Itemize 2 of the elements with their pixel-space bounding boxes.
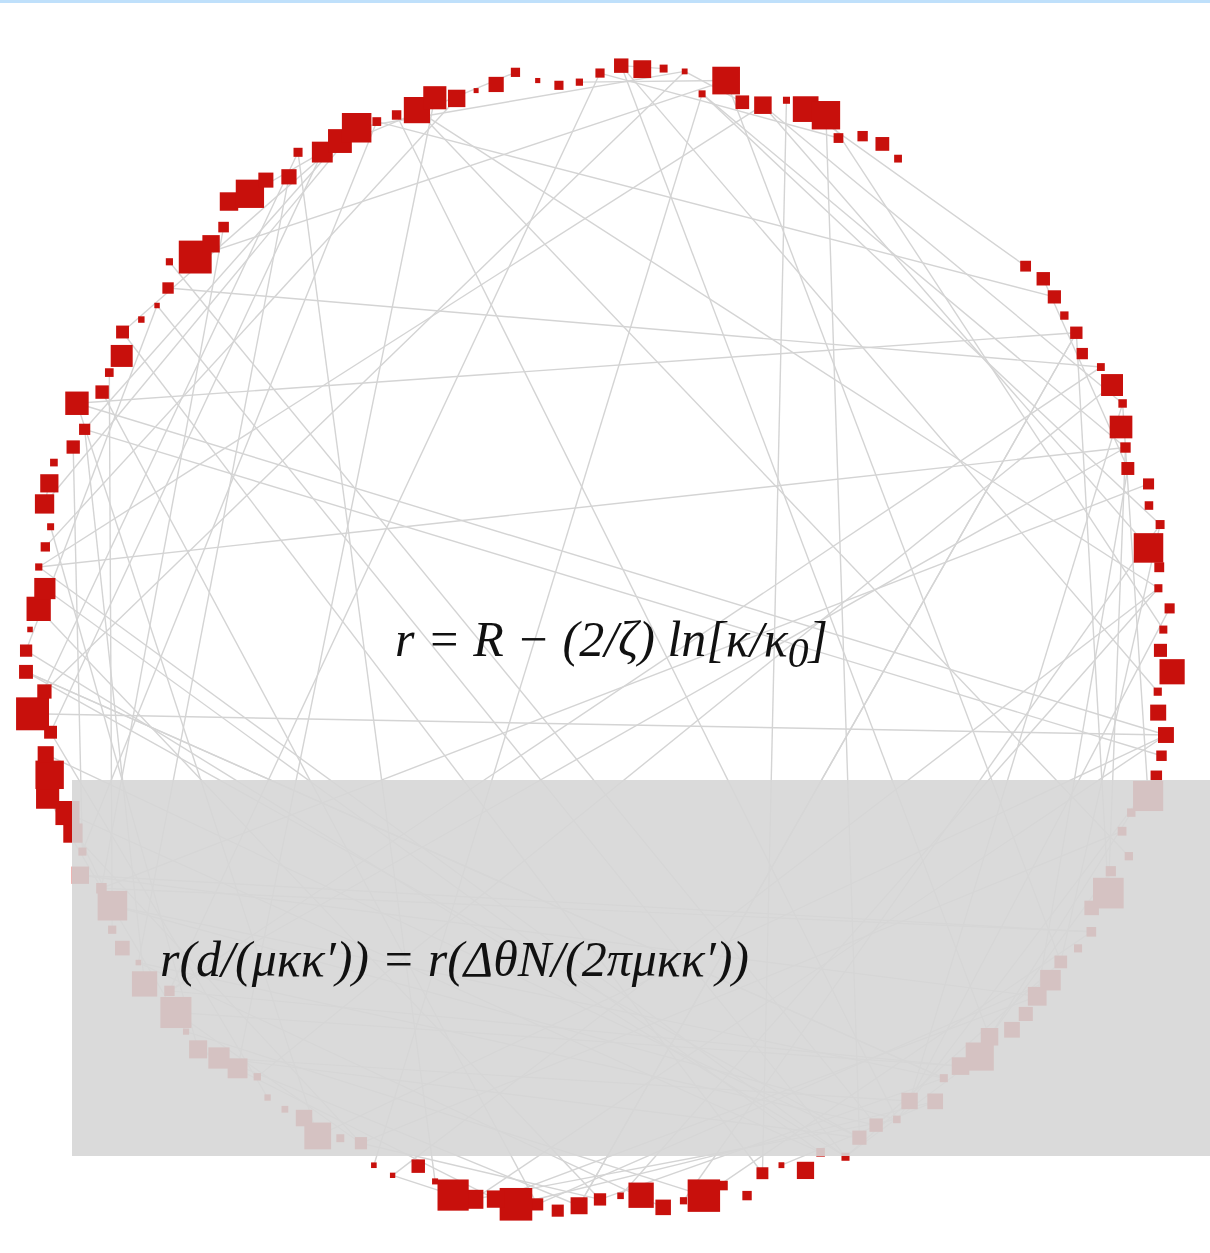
equation: r(d/(μκκ′)) = r(ΔθN/(2πμκκ′)) [160,930,749,988]
equation: r = R − (2/ζ) ln[κ/κ$_{0}$] [395,610,828,677]
